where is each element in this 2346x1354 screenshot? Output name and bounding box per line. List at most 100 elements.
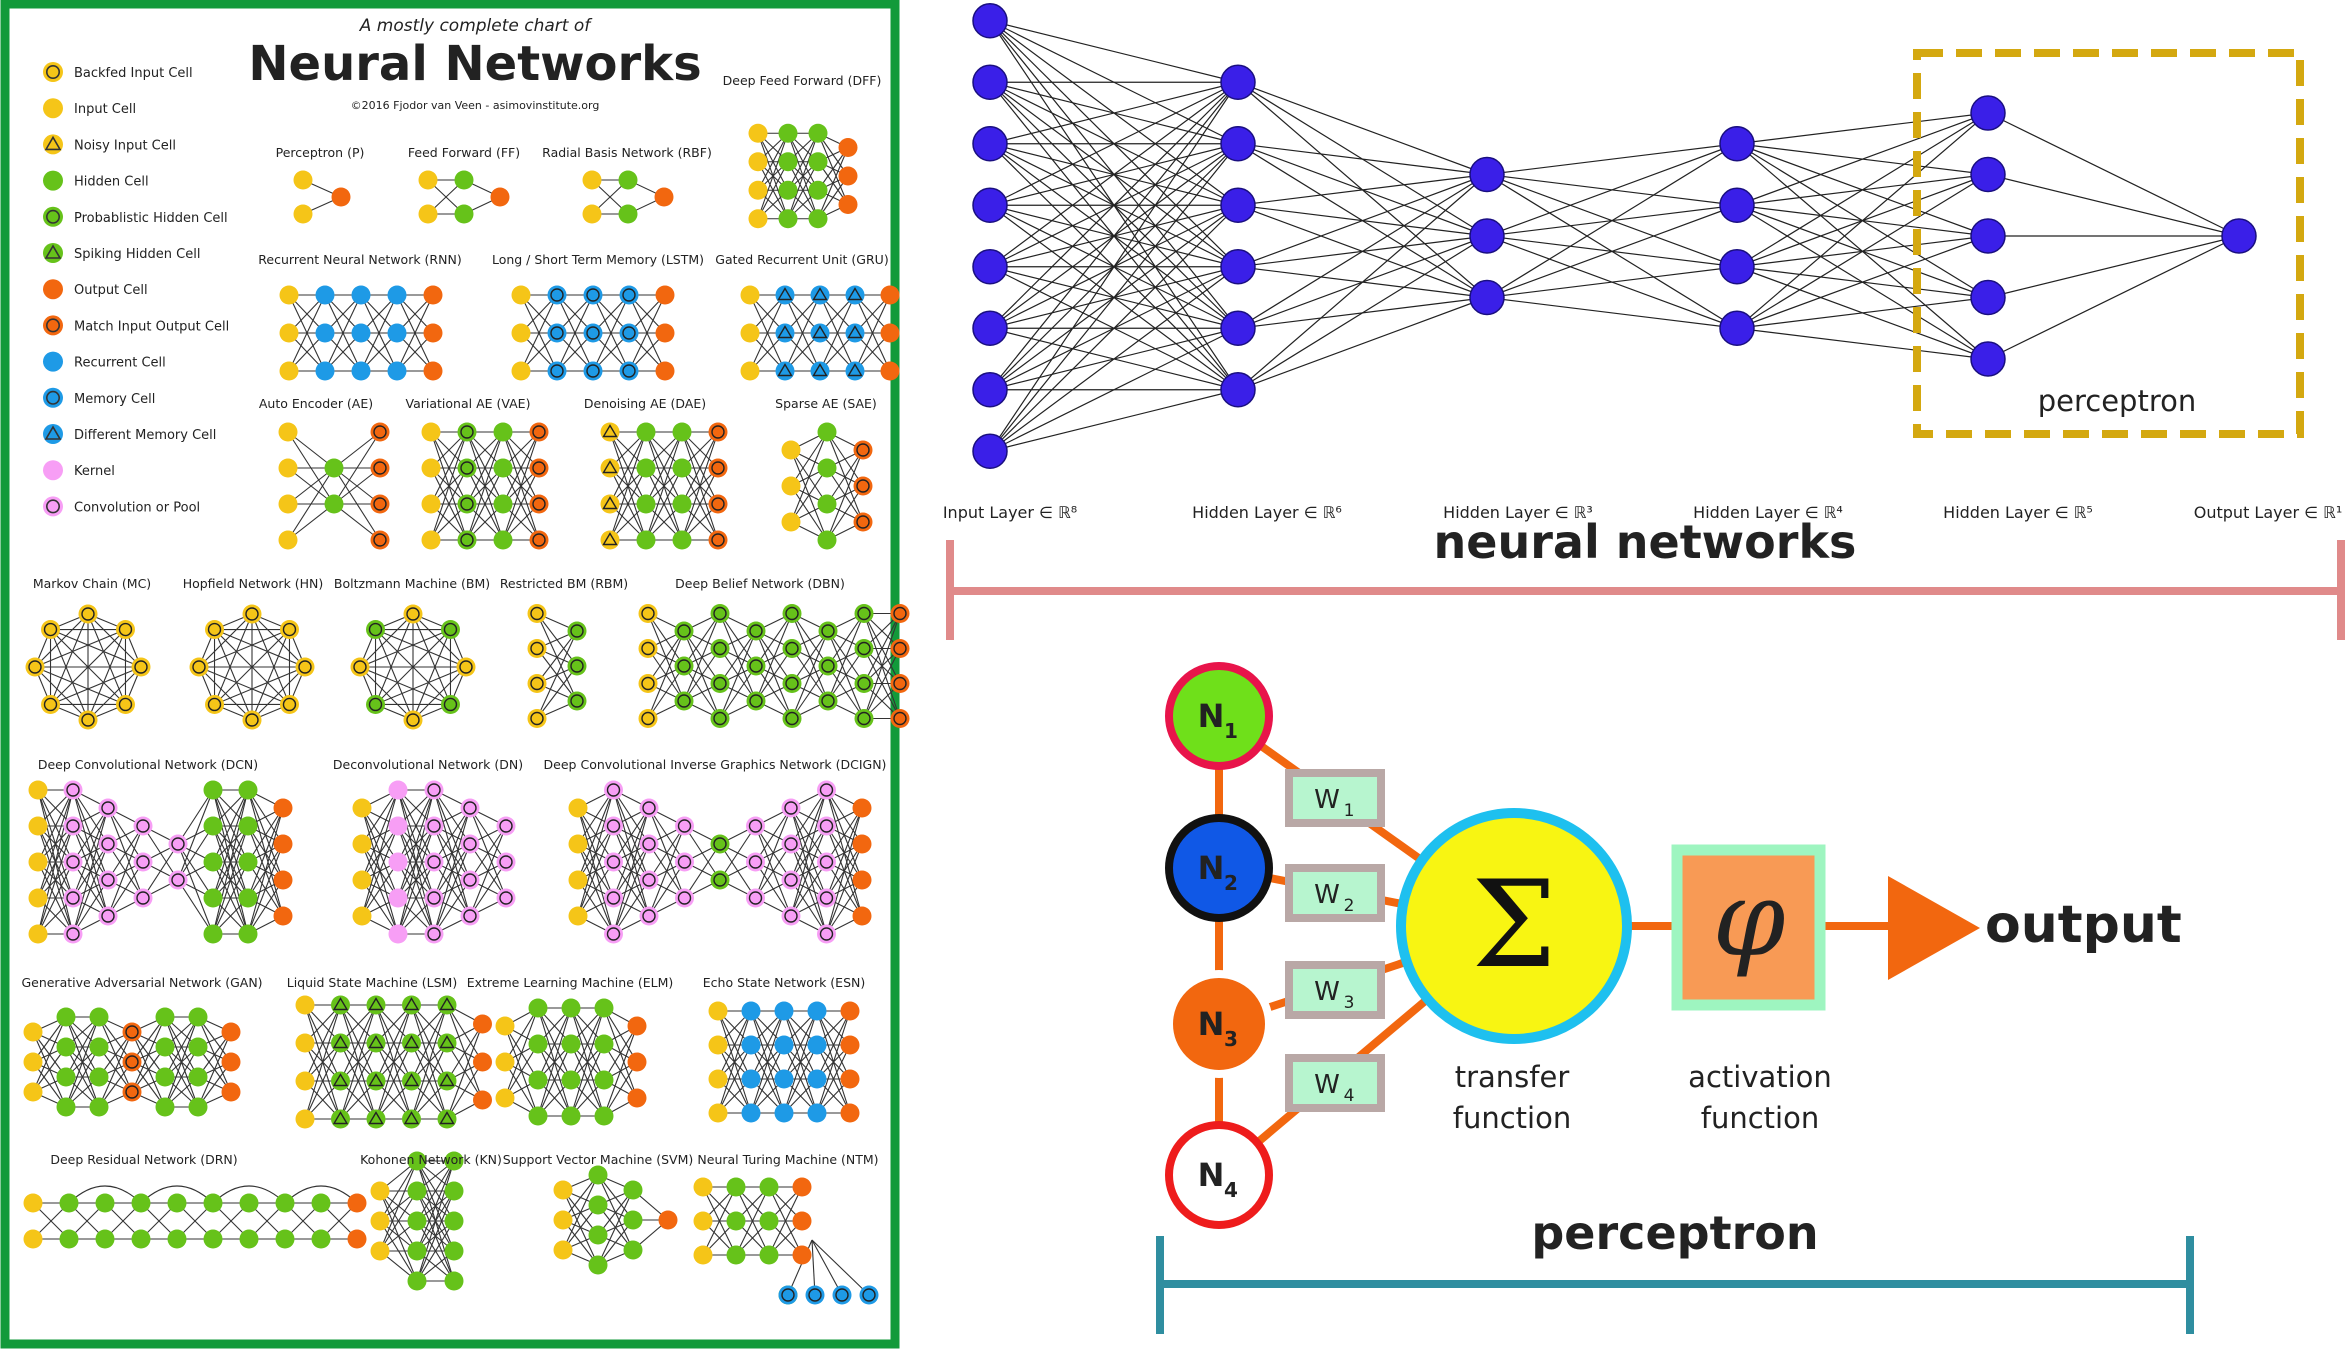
network-cell (778, 180, 798, 200)
weight-label: W (1314, 1070, 1340, 1100)
network-cell (708, 458, 728, 478)
legend-label: Memory Cell (74, 392, 155, 407)
network-edge (613, 879, 650, 935)
cell-ring-mark (893, 676, 907, 691)
network-cell (604, 780, 623, 800)
cell-ring-mark (101, 873, 115, 887)
cell-ring-mark (785, 606, 799, 621)
network-cell (188, 1037, 208, 1057)
cell-ring-mark (207, 697, 222, 712)
network-cell (155, 1037, 175, 1057)
network-cell (553, 1180, 573, 1200)
weight-subscript: 4 (1344, 1086, 1355, 1106)
legend-label: Backfed Input Cell (74, 66, 193, 81)
network-edge (556, 294, 594, 372)
network-edge (648, 825, 686, 917)
network-cell (547, 285, 567, 305)
cell-ring-mark (570, 694, 584, 708)
network-cell (527, 639, 547, 658)
cell-ring-mark (821, 659, 835, 673)
network-cell (460, 834, 480, 854)
network-cell (131, 1229, 151, 1249)
network-edge (570, 1007, 605, 1117)
network-cell (708, 1001, 728, 1021)
deep-net-edge (1237, 174, 1488, 391)
network-cell (23, 1022, 43, 1042)
deep-net-edge (989, 204, 1239, 452)
deep-net-neuron (1469, 279, 1505, 316)
network-cell (838, 166, 858, 186)
network-cell (203, 816, 223, 836)
network-title: Feed Forward (FF) (408, 145, 520, 160)
network-edge (361, 789, 399, 845)
network-edge (142, 843, 179, 899)
network-edge (198, 666, 253, 721)
network-edge (811, 1239, 870, 1296)
network-edge (504, 1007, 539, 1063)
cell-ring-mark (749, 659, 763, 673)
network-cell (122, 1082, 142, 1102)
network-cell (853, 476, 873, 496)
network-cell (421, 494, 441, 514)
network-edge (433, 879, 471, 935)
network-edge (466, 431, 504, 541)
network-edge (784, 294, 821, 372)
cell-ring-mark (463, 873, 477, 887)
network-edge (826, 807, 863, 863)
network-edge (749, 294, 786, 372)
network-edge (446, 1023, 483, 1082)
cell-ring-mark (622, 288, 636, 302)
network-cell (424, 888, 444, 908)
network-cell (638, 709, 658, 728)
cell-ring-mark (784, 909, 798, 923)
weight-subscript: 1 (1344, 801, 1355, 821)
network-cell (759, 1211, 779, 1231)
network-edge (304, 1004, 342, 1120)
network-cell (808, 209, 828, 229)
network-cell (807, 1069, 827, 1089)
network-edge (609, 431, 647, 505)
network-cell (387, 361, 407, 381)
network-edge (825, 807, 863, 935)
cell-ring-mark (677, 819, 692, 833)
cell-ring-mark (748, 855, 763, 869)
network-cell (741, 1001, 761, 1021)
network-edge (410, 1004, 448, 1120)
network-edge (214, 629, 290, 705)
cell-ring-mark (711, 461, 725, 475)
cell-ring-mark (821, 694, 835, 708)
legend-triangle-mark (44, 135, 62, 151)
network-cell (693, 1177, 713, 1197)
network-cell (658, 1210, 678, 1230)
cell-ring-mark (373, 461, 387, 475)
network-cell (366, 694, 386, 714)
network-cell (853, 512, 873, 532)
cell-ring-mark (532, 461, 546, 475)
network-cell (854, 639, 874, 658)
network-cell (710, 639, 730, 658)
network-title: Auto Encoder (AE) (259, 396, 373, 411)
network-edge (827, 648, 865, 702)
network-edge (750, 1044, 785, 1114)
network-edge (717, 1010, 752, 1114)
network-edge (212, 861, 249, 935)
network-cell (792, 1245, 812, 1265)
cell-ring-mark (443, 697, 458, 712)
legend-cell-icon (43, 206, 63, 227)
sum-symbol: Σ (1472, 856, 1557, 995)
network-edge (247, 807, 284, 899)
network-cell (242, 710, 262, 730)
network-cell (203, 1229, 223, 1249)
network-cell (852, 906, 872, 926)
network-cell (168, 870, 188, 890)
cell-ring-mark (641, 676, 655, 691)
network-edge (433, 807, 471, 899)
network-title: Support Vector Machine (SVM) (503, 1152, 694, 1167)
deep-net-neuron (1719, 310, 1755, 346)
activation-label-line2: function (1701, 1101, 1819, 1135)
network-cell (122, 1052, 142, 1072)
network-cell (604, 852, 623, 872)
network-cell (817, 422, 837, 442)
network-cell (511, 323, 531, 343)
network-cell (493, 422, 513, 442)
